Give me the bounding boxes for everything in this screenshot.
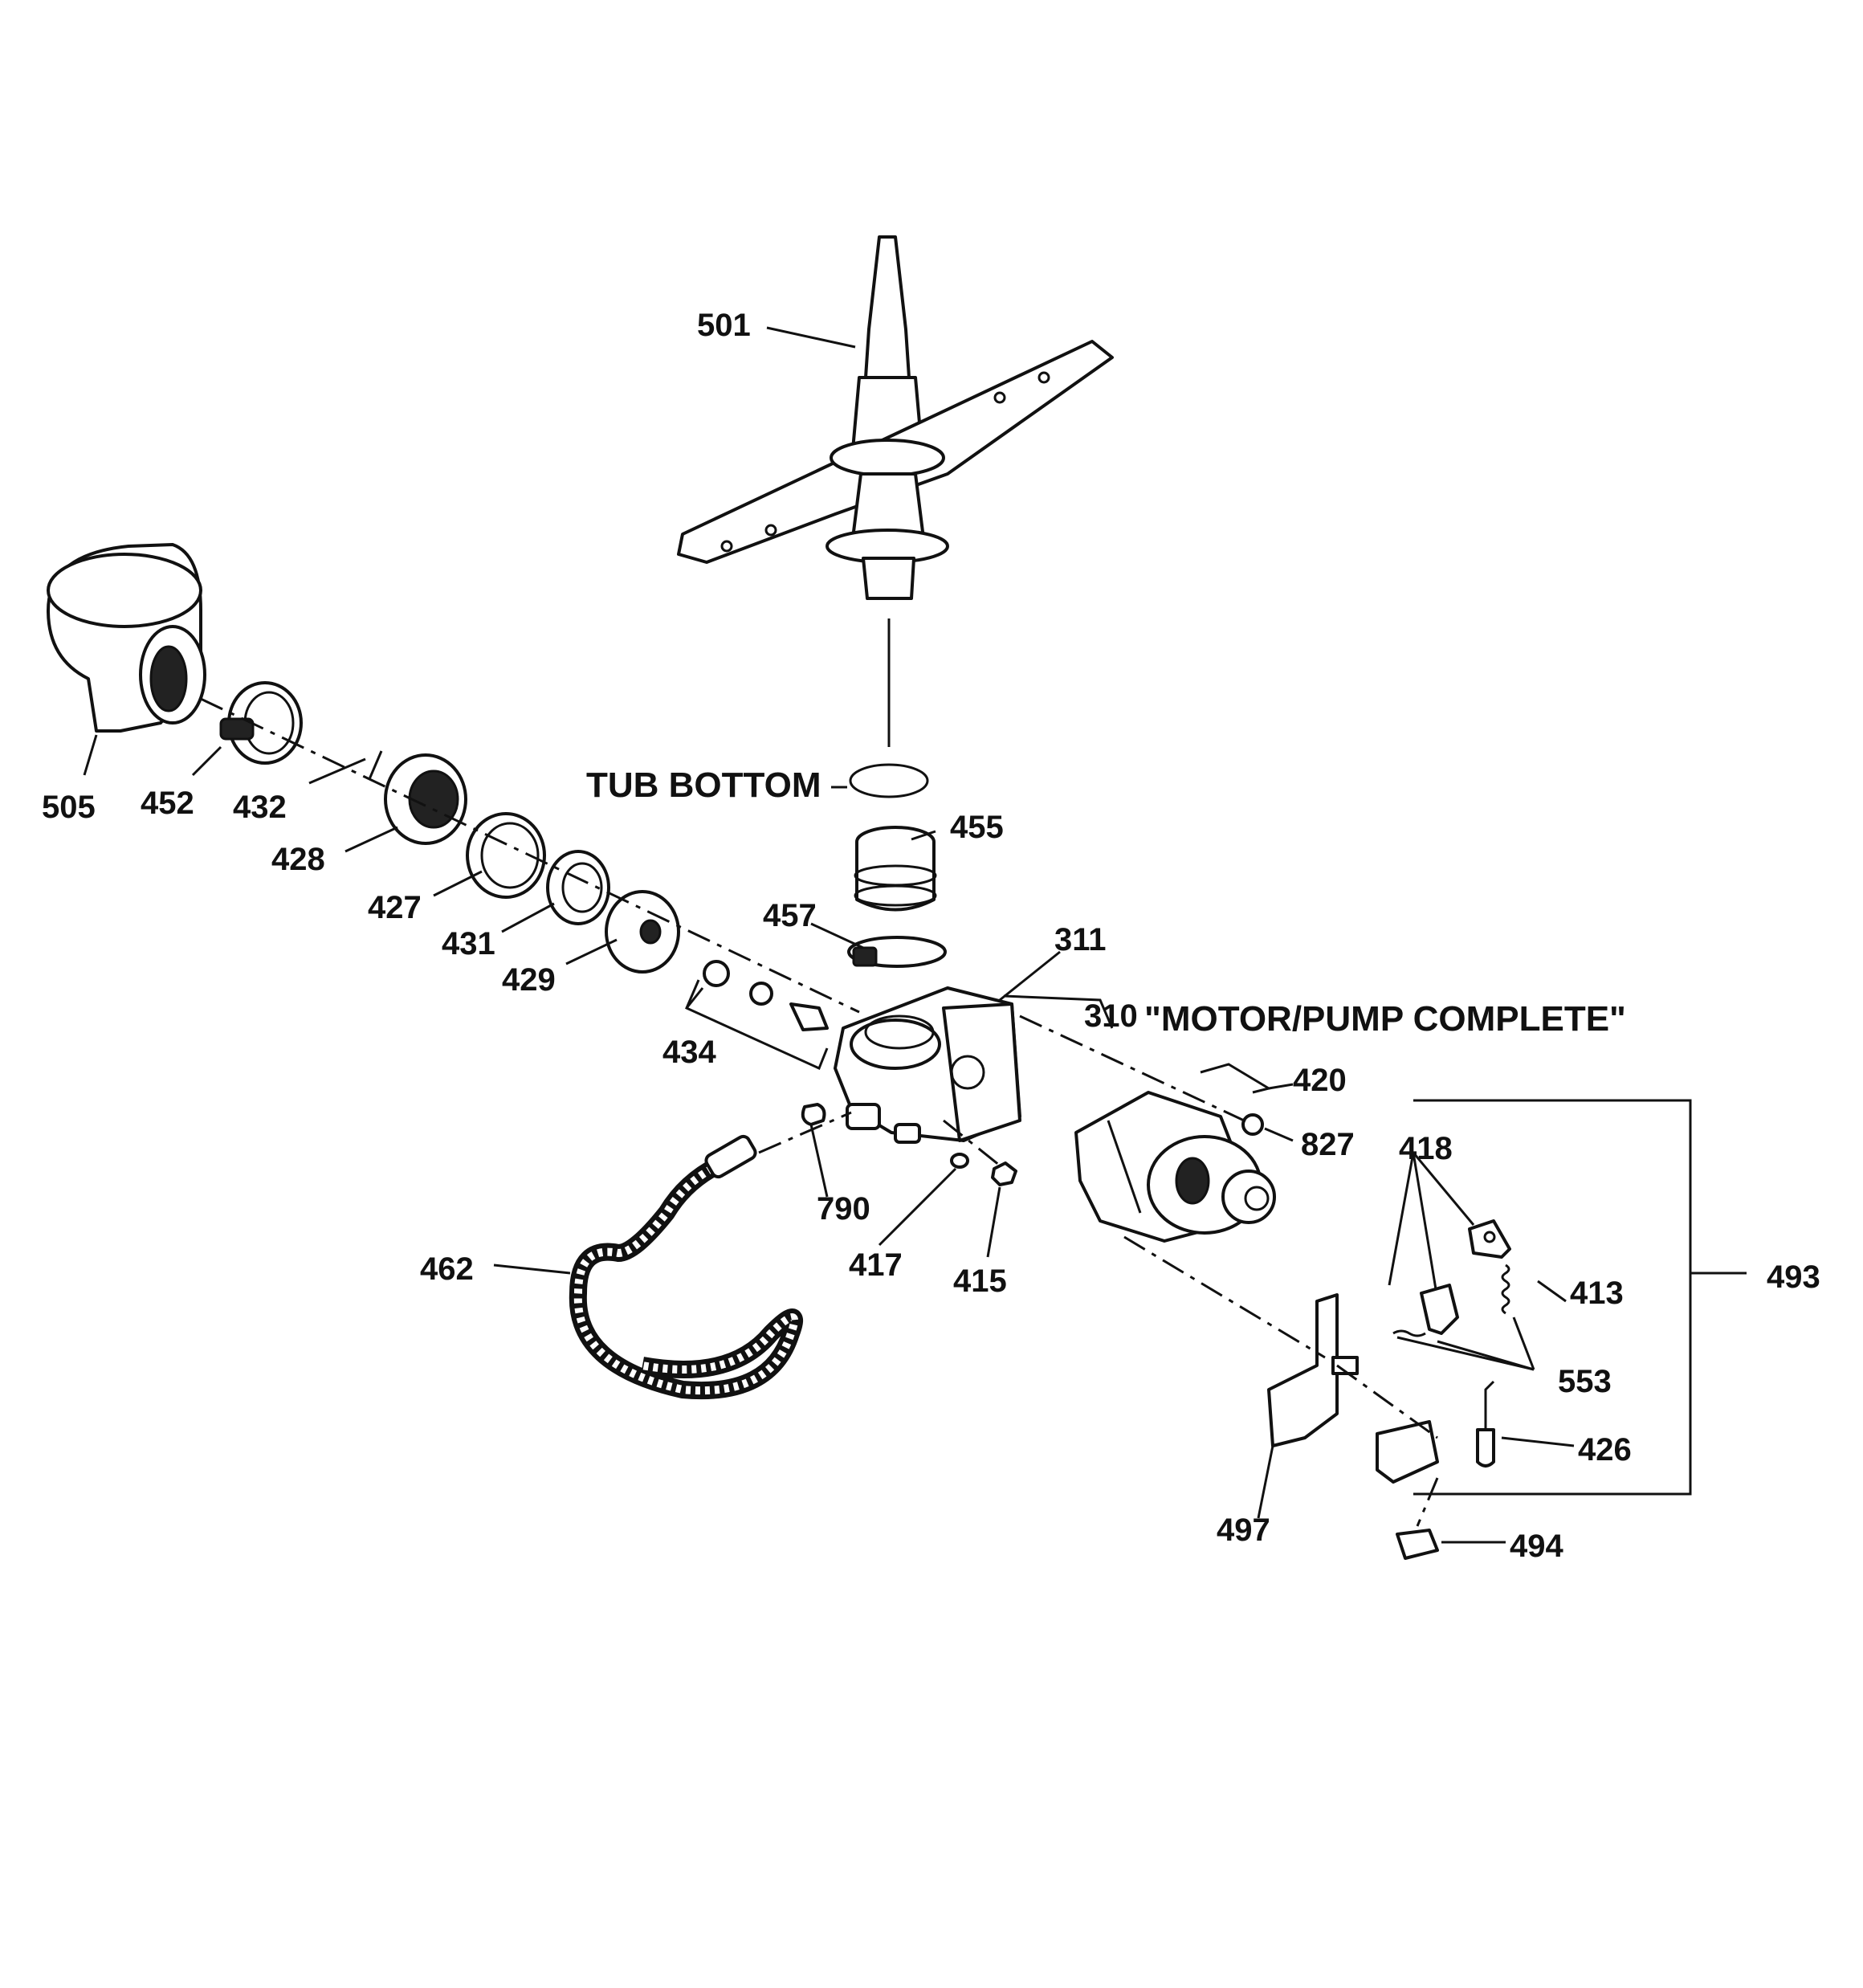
label-434: 434: [662, 1035, 716, 1070]
motor-310: [1074, 1091, 1276, 1243]
label-493: 493: [1767, 1259, 1820, 1295]
wire-420: [1200, 1063, 1272, 1094]
label-418: 418: [1399, 1131, 1453, 1166]
label-553: 553: [1558, 1364, 1612, 1399]
label-420: 420: [1293, 1063, 1347, 1098]
screw-827: [1241, 1113, 1264, 1136]
nut-415: [991, 1161, 1017, 1186]
label-455: 455: [950, 810, 1004, 845]
label-431: 431: [442, 926, 495, 961]
spray-arm-501: [677, 235, 1114, 600]
small-parts-434: [685, 960, 829, 1071]
pump-housing-311: [834, 986, 1021, 1144]
label-417: 417: [849, 1247, 903, 1283]
label-tub-bottom: TUB BOTTOM: [586, 765, 821, 805]
label-452: 452: [141, 786, 194, 821]
label-415: 415: [953, 1263, 1007, 1299]
label-462: 462: [420, 1251, 474, 1287]
tub-bottom-ring: [849, 763, 929, 798]
callout-labels: 501 TUB BOTTOM 505 452 432 428 427 431 4…: [42, 308, 1820, 1564]
bracket-497: [1267, 1293, 1359, 1447]
ring-427: [466, 812, 546, 899]
filter-428: [368, 750, 467, 845]
assembly-493-parts: [1376, 1219, 1511, 1560]
label-311: 311: [1054, 922, 1107, 957]
ring-431: [546, 850, 610, 925]
label-428: 428: [271, 842, 325, 877]
label-413: 413: [1570, 1276, 1624, 1311]
label-429: 429: [502, 962, 556, 998]
leader-lines: [83, 326, 1747, 1544]
label-432: 432: [233, 790, 287, 825]
washer-417: [950, 1153, 969, 1169]
drain-housing-505: [47, 543, 206, 733]
label-motor-pump-complete: "MOTOR/PUMP COMPLETE": [1144, 999, 1626, 1039]
sleeve-455: [854, 826, 937, 912]
center-lines: [200, 697, 1439, 1527]
label-505: 505: [42, 790, 96, 825]
clip-790: [801, 1103, 826, 1126]
label-427: 427: [368, 890, 422, 925]
label-501: 501: [697, 308, 751, 343]
clamp-screw-452: [219, 717, 255, 741]
label-790: 790: [817, 1191, 870, 1227]
impeller-429: [605, 890, 680, 974]
clamp-457: [847, 936, 947, 968]
label-494: 494: [1510, 1529, 1563, 1564]
label-827: 827: [1301, 1127, 1355, 1162]
label-457: 457: [763, 898, 817, 933]
label-310: 310: [1084, 998, 1138, 1034]
label-497: 497: [1217, 1512, 1270, 1548]
label-426: 426: [1578, 1432, 1632, 1468]
hose-462: [569, 1134, 803, 1400]
